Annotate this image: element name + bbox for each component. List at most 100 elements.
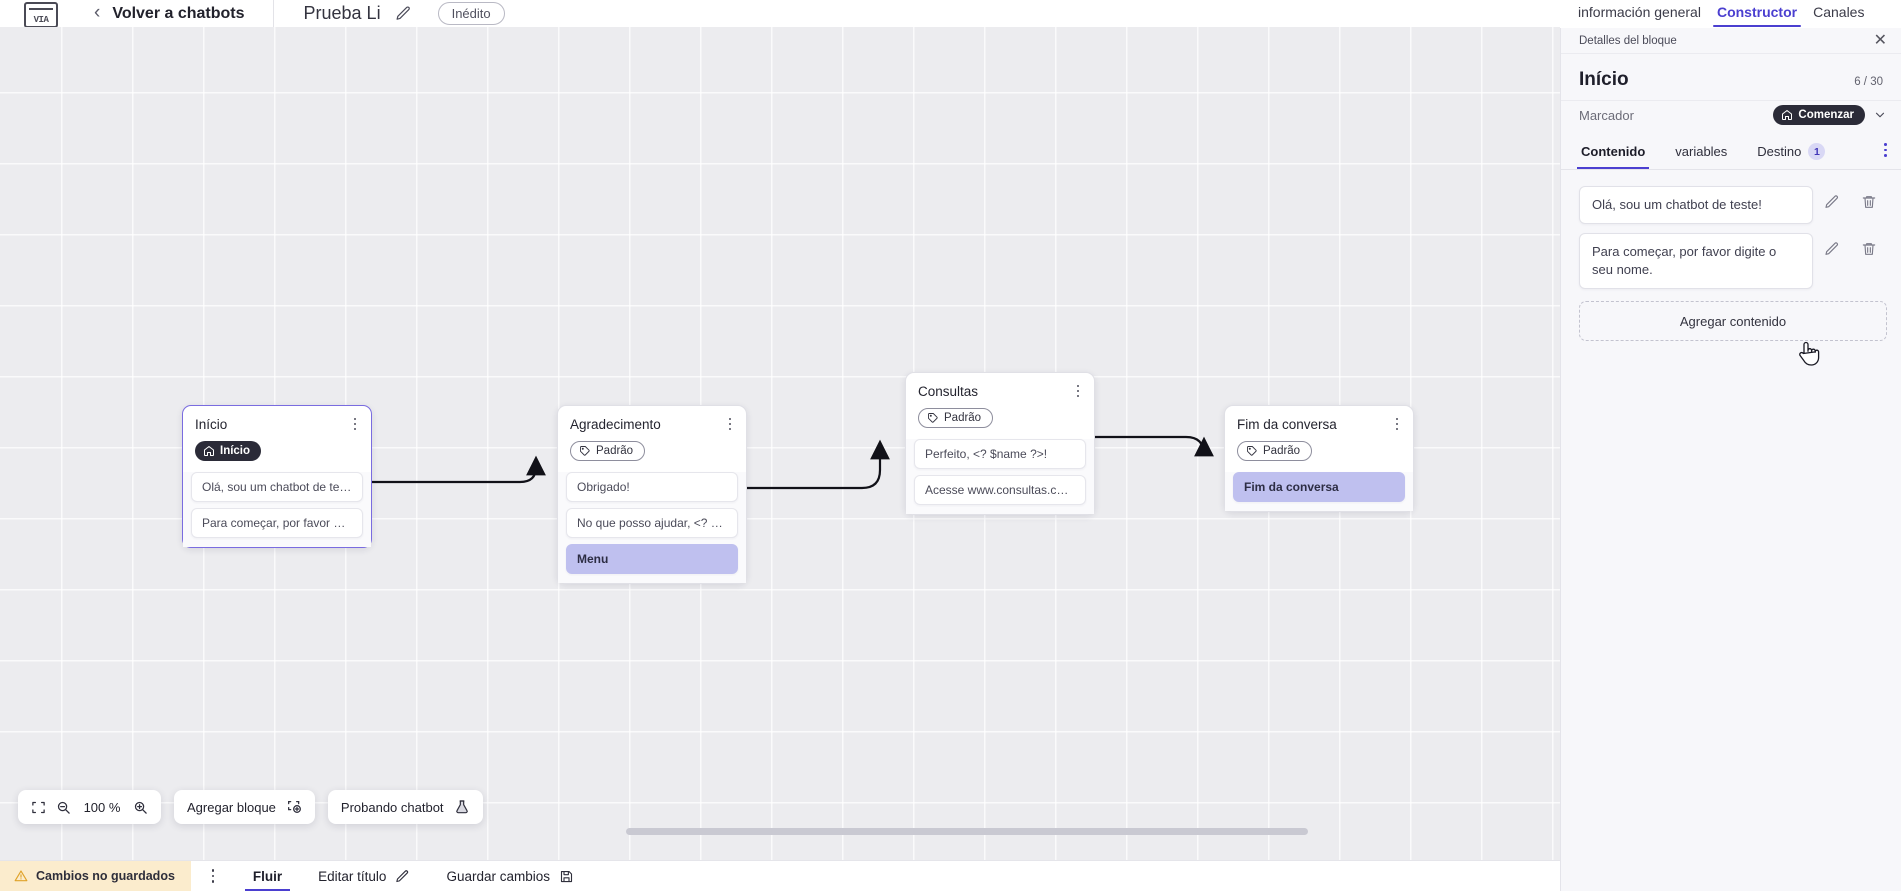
flow-node-inicio[interactable]: Início Início Olá, sou um chatbot de tes… — [182, 405, 372, 548]
node-menu-button[interactable] — [1070, 382, 1086, 400]
node-message[interactable]: Acesse www.consultas.com par... — [914, 475, 1086, 505]
canvas-horizontal-scrollbar[interactable] — [0, 827, 1560, 836]
destino-count-badge: 1 — [1808, 143, 1826, 160]
pencil-icon — [396, 869, 409, 882]
marker-controls: Comenzar — [1773, 105, 1887, 125]
flow-node-consultas[interactable]: Consultas Padrão Perfeito, <? $name ?>! … — [905, 372, 1095, 515]
pencil-icon[interactable] — [395, 5, 412, 22]
node-messages: Olá, sou um chatbot de teste! Para começ… — [183, 472, 371, 547]
node-badge-label: Padrão — [1263, 445, 1301, 457]
add-block-button[interactable]: Agregar bloque — [174, 790, 315, 824]
panel-tab-label: variables — [1675, 144, 1728, 159]
chevron-down-icon[interactable] — [1873, 108, 1887, 122]
node-message[interactable]: Olá, sou um chatbot de teste! — [191, 472, 363, 502]
node-message[interactable]: Perfeito, <? $name ?>! — [914, 439, 1086, 469]
panel-tab-label: Contenido — [1581, 144, 1646, 159]
node-message[interactable]: Obrigado! — [566, 472, 738, 502]
add-content-button[interactable]: Agregar contenido — [1579, 301, 1887, 341]
delete-content-button[interactable] — [1850, 233, 1887, 257]
content-item-row: Olá, sou um chatbot de teste! — [1579, 186, 1887, 224]
tab-fluir[interactable]: Fluir — [235, 861, 300, 891]
panel-marker-row: Marcador Comenzar — [1561, 100, 1901, 137]
edit-content-button[interactable] — [1813, 186, 1850, 210]
app-logo[interactable]: VIA — [24, 1, 58, 27]
top-bar: VIA ‹ Volver a chatbots Prueba Li Inédit… — [0, 0, 1560, 27]
zoom-level-value: 100 % — [83, 799, 121, 815]
save-changes-button[interactable]: Guardar cambios — [428, 861, 592, 891]
node-menu-button[interactable] — [347, 415, 363, 433]
back-chevron-icon[interactable]: ‹ — [94, 2, 101, 23]
node-messages: Fim da conversa — [1225, 472, 1413, 511]
panel-tab-variables[interactable]: variables — [1673, 138, 1729, 168]
node-header: Fim da conversa — [1225, 406, 1413, 433]
zoom-out-icon[interactable] — [56, 800, 71, 815]
node-messages: Perfeito, <? $name ?>! Acesse www.consul… — [906, 439, 1094, 514]
panel-title: Início — [1579, 69, 1629, 90]
bottom-status-bar: Cambios no guardados Fluir Editar título… — [0, 860, 1560, 891]
test-chatbot-button[interactable]: Probando chatbot — [327, 790, 483, 824]
flow-node-agradecimento[interactable]: Agradecimento Padrão Obrigado! No que po… — [557, 405, 747, 584]
edit-title-label: Editar título — [318, 868, 387, 884]
pencil-icon — [1824, 242, 1838, 255]
add-block-icon — [286, 799, 302, 815]
home-icon — [1782, 110, 1793, 120]
panel-tab-destino[interactable]: Destino 1 — [1755, 137, 1827, 169]
node-menu-button[interactable] — [1389, 415, 1405, 433]
flow-canvas[interactable]: Início Início Olá, sou um chatbot de tes… — [0, 27, 1560, 861]
fit-screen-icon[interactable] — [31, 800, 46, 815]
back-to-chatbots-link[interactable]: Volver a chatbots — [112, 4, 245, 22]
panel-content-list: Olá, sou um chatbot de teste! Para começ… — [1561, 170, 1901, 891]
node-badge-row: Padrão — [906, 400, 1094, 439]
workspace-tabs: información general Constructor Canales — [1560, 0, 1901, 28]
bot-name-label: Prueba Li — [303, 3, 381, 23]
node-badge-row: Início — [183, 433, 371, 472]
node-header: Agradecimento — [558, 406, 746, 433]
home-icon — [204, 446, 214, 456]
node-badge: Padrão — [1237, 441, 1313, 461]
node-messages: Obrigado! No que posso ajudar, <? $name … — [558, 472, 746, 583]
app-logo-text: VIA — [33, 14, 49, 25]
status-menu-button[interactable] — [191, 861, 235, 891]
delete-content-button[interactable] — [1850, 186, 1887, 210]
close-icon[interactable]: ✕ — [1873, 31, 1887, 49]
panel-title-row: Início 6 / 30 — [1561, 54, 1901, 100]
test-chatbot-label: Probando chatbot — [340, 799, 444, 815]
tab-canales[interactable]: Canales — [1813, 4, 1865, 20]
save-changes-label: Guardar cambios — [446, 868, 550, 884]
edit-content-button[interactable] — [1813, 233, 1850, 257]
edit-title-button[interactable]: Editar título — [300, 861, 428, 891]
canvas-toolbar: 100 % Agregar bloque Probando chatbot — [18, 790, 483, 824]
save-disk-icon — [560, 870, 573, 882]
node-menu-button[interactable] — [722, 415, 738, 433]
content-item-row: Para começar, por favor digite o seu nom… — [1579, 233, 1887, 289]
add-block-label: Agregar bloque — [187, 799, 276, 815]
node-badge-row: Padrão — [558, 433, 746, 472]
panel-tabs-menu-button[interactable] — [1884, 143, 1887, 162]
node-message[interactable]: Para começar, por favor digite o ... — [191, 508, 363, 538]
node-badge-label: Padrão — [944, 412, 982, 424]
status-badge: Inédito — [437, 2, 505, 25]
node-title: Agradecimento — [570, 417, 661, 432]
flow-edges — [372, 435, 1214, 490]
node-message-menu[interactable]: Menu — [566, 544, 738, 574]
node-badge: Início — [195, 441, 262, 461]
content-item-text[interactable]: Para começar, por favor digite o seu nom… — [1579, 233, 1813, 289]
pencil-icon — [1824, 195, 1838, 208]
content-item-text[interactable]: Olá, sou um chatbot de teste! — [1579, 186, 1813, 224]
tab-informacion-general[interactable]: información general — [1578, 4, 1701, 20]
zoom-controls: 100 % — [18, 790, 161, 824]
node-message[interactable]: No que posso ajudar, <? $name ... — [566, 508, 738, 538]
node-badge-label: Padrão — [596, 445, 634, 457]
warning-triangle-icon — [14, 870, 28, 882]
scrollbar-thumb[interactable] — [626, 828, 1308, 835]
node-message[interactable]: Fim da conversa — [1233, 472, 1405, 502]
zoom-in-icon[interactable] — [133, 800, 148, 815]
panel-tab-contenido[interactable]: Contenido — [1576, 138, 1650, 169]
node-badge: Padrão — [570, 441, 646, 461]
block-details-panel: Detalles del bloque ✕ Início 6 / 30 Marc… — [1560, 28, 1901, 891]
marker-badge[interactable]: Comenzar — [1773, 105, 1865, 125]
unsaved-changes-label: Cambios no guardados — [36, 869, 175, 883]
tab-constructor[interactable]: Constructor — [1709, 0, 1805, 27]
flow-node-fim-da-conversa[interactable]: Fim da conversa Padrão Fim da conversa — [1224, 405, 1414, 512]
